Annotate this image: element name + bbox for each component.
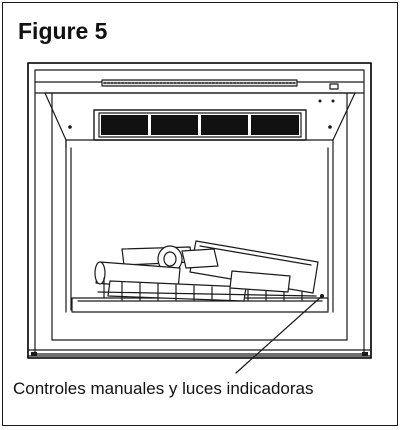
outer-frame [27, 62, 372, 359]
ember-bed [71, 297, 329, 313]
heater-vent [93, 109, 307, 141]
callout-leader [235, 294, 325, 374]
log-set [94, 240, 319, 302]
top-trim [34, 79, 365, 103]
controls-callout-label: Controles manuales y luces indicadoras [13, 379, 314, 398]
figure-frame [2, 2, 398, 426]
figure-title: Figure 5 [18, 18, 108, 44]
